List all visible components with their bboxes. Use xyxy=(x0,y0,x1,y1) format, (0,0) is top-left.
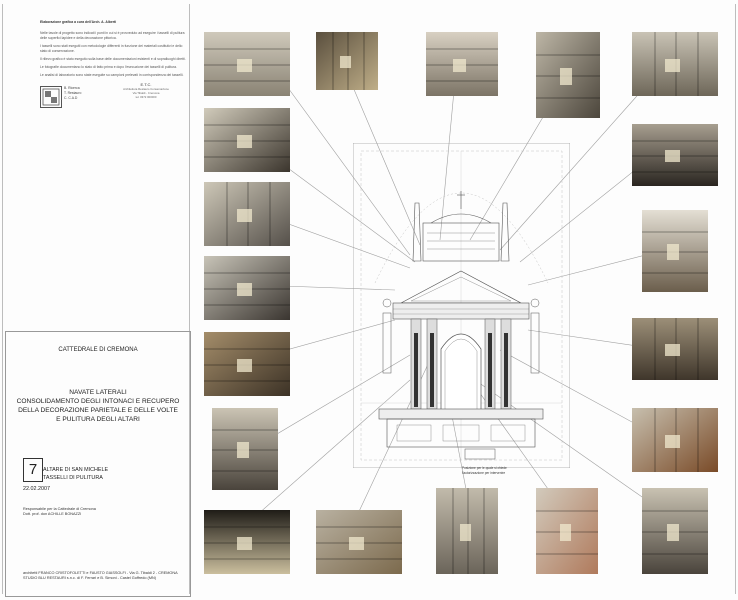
detail-photo xyxy=(632,32,718,96)
board-title: ALTARE DI SAN MICHELE TASSELLI DI PULITU… xyxy=(43,466,108,482)
detail-photo xyxy=(204,108,290,172)
caption-line: Posizione per le quale si chiede xyxy=(462,466,507,470)
firm-name: E.T.C. xyxy=(140,82,152,87)
altar-drawing-svg xyxy=(353,143,570,468)
altar-elevation-drawing xyxy=(353,143,570,468)
supervisor: Responsabile per la Cattedrale di Cremon… xyxy=(23,507,96,517)
logo-line: B. Ricerca xyxy=(64,86,80,90)
notes-line: Le fotografie documentano lo stato di fa… xyxy=(40,65,177,69)
stone-texture-image xyxy=(632,318,718,380)
detail-photo xyxy=(436,488,498,574)
detail-photo xyxy=(536,32,600,118)
stone-texture-image xyxy=(632,124,718,186)
detail-photo xyxy=(536,488,598,574)
stone-texture-image xyxy=(204,332,290,396)
logo-mark-icon xyxy=(42,88,60,106)
notes-line: Le analisi di laboratorio sono state ese… xyxy=(40,73,184,77)
project-title-line: DELLA DECORAZIONE PARIETALE E DELLE VOLT… xyxy=(18,407,178,414)
stone-texture-image xyxy=(536,488,598,574)
project-title: NAVATE LATERALI CONSOLIDAMENTO DEGLI INT… xyxy=(6,388,190,424)
supervisor-line: Dott. prof. don ACHILLE BONAZZI xyxy=(23,512,82,516)
project-title-line: CONSOLIDAMENTO DEGLI INTONACI E RECUPERO xyxy=(16,398,180,405)
credit-line: architetti FRANCO CRISTOFOLETTI e FAUSTO… xyxy=(23,571,178,575)
stone-texture-image xyxy=(316,32,378,90)
board-number: 7 xyxy=(23,458,43,482)
logo-caption: B. Ricerca T. Restauro C. C.A.D xyxy=(64,86,81,101)
notes-line: Nelle tavole di progetto sono indicati i… xyxy=(40,31,185,40)
detail-photo xyxy=(426,32,498,96)
project-title-line: NAVATE LATERALI xyxy=(69,389,127,396)
supervisor-line: Responsabile per la Cattedrale di Cremon… xyxy=(23,507,96,511)
firm-sub: tel. 0372 000000 xyxy=(135,95,157,99)
board-title-line: TASSELLI DI PULITURA xyxy=(43,475,103,481)
credit-line: STUDIO BLU RESTAURI s.n.c. di F. Ferrari… xyxy=(23,576,156,580)
drawing-caption: Posizione per le quale si chiede l'autor… xyxy=(462,466,507,475)
notes-block: Elaborazione grafica a cura dell'Arch. A… xyxy=(40,20,188,81)
board-date: 22.02.2007 xyxy=(23,486,50,492)
stone-texture-image xyxy=(204,510,290,574)
notes-title: Elaborazione grafica a cura dell'Arch. A… xyxy=(40,20,117,24)
stone-texture-image xyxy=(204,108,290,172)
detail-photo xyxy=(632,408,718,472)
stone-texture-image xyxy=(204,32,290,96)
right-border xyxy=(735,4,736,594)
caption-line: l'autorizzazione per intervenire xyxy=(462,470,506,475)
detail-photo xyxy=(632,124,718,186)
stone-texture-image xyxy=(436,488,498,574)
detail-photo xyxy=(204,32,290,96)
stone-texture-image xyxy=(204,182,290,246)
detail-photo xyxy=(632,318,718,380)
logo-line: C. C.A.D xyxy=(64,96,78,100)
left-border xyxy=(2,4,3,594)
project-name: CATTEDRALE DI CREMONA xyxy=(58,347,138,353)
stone-texture-image xyxy=(632,32,718,96)
detail-photo xyxy=(212,408,278,490)
board-title-line: ALTARE DI SAN MICHELE xyxy=(43,467,109,473)
detail-photo xyxy=(204,510,290,574)
stone-texture-image xyxy=(316,510,402,574)
stone-texture-image xyxy=(212,408,278,490)
detail-photo xyxy=(316,510,402,574)
stone-texture-image xyxy=(632,408,718,472)
logo-line: T. Restauro xyxy=(64,91,82,95)
firm-sub: Via Tibaldi - Cremona xyxy=(132,91,160,95)
stone-texture-image xyxy=(426,32,498,96)
notes-line: I tasselli sono stati eseguiti con metod… xyxy=(40,44,183,53)
title-block: CATTEDRALE DI CREMONA NAVATE LATERALI CO… xyxy=(5,331,191,597)
logos-block: B. Ricerca T. Restauro C. C.A.D E.T.C. A… xyxy=(40,80,188,110)
notes-line: Il rilievo grafico è stato eseguito sull… xyxy=(40,57,186,61)
stone-texture-image xyxy=(204,256,290,320)
firm-logo xyxy=(40,86,62,108)
firm-sub: Architettura Restauro Conservazione xyxy=(123,87,169,91)
stone-texture-image xyxy=(642,210,708,292)
credits: architetti FRANCO CRISTOFOLETTI e FAUSTO… xyxy=(23,571,178,581)
stone-texture-image xyxy=(536,32,600,118)
firm-stamp: E.T.C. Architettura Restauro Conservazio… xyxy=(106,82,186,106)
project-title-line: E PULITURA DEGLI ALTARI xyxy=(56,416,140,423)
detail-photo xyxy=(316,32,378,90)
detail-photo xyxy=(642,488,708,574)
detail-photo xyxy=(642,210,708,292)
stone-texture-image xyxy=(642,488,708,574)
detail-photo xyxy=(204,256,290,320)
panel-divider xyxy=(189,4,190,594)
detail-photo xyxy=(204,332,290,396)
detail-photo xyxy=(204,182,290,246)
